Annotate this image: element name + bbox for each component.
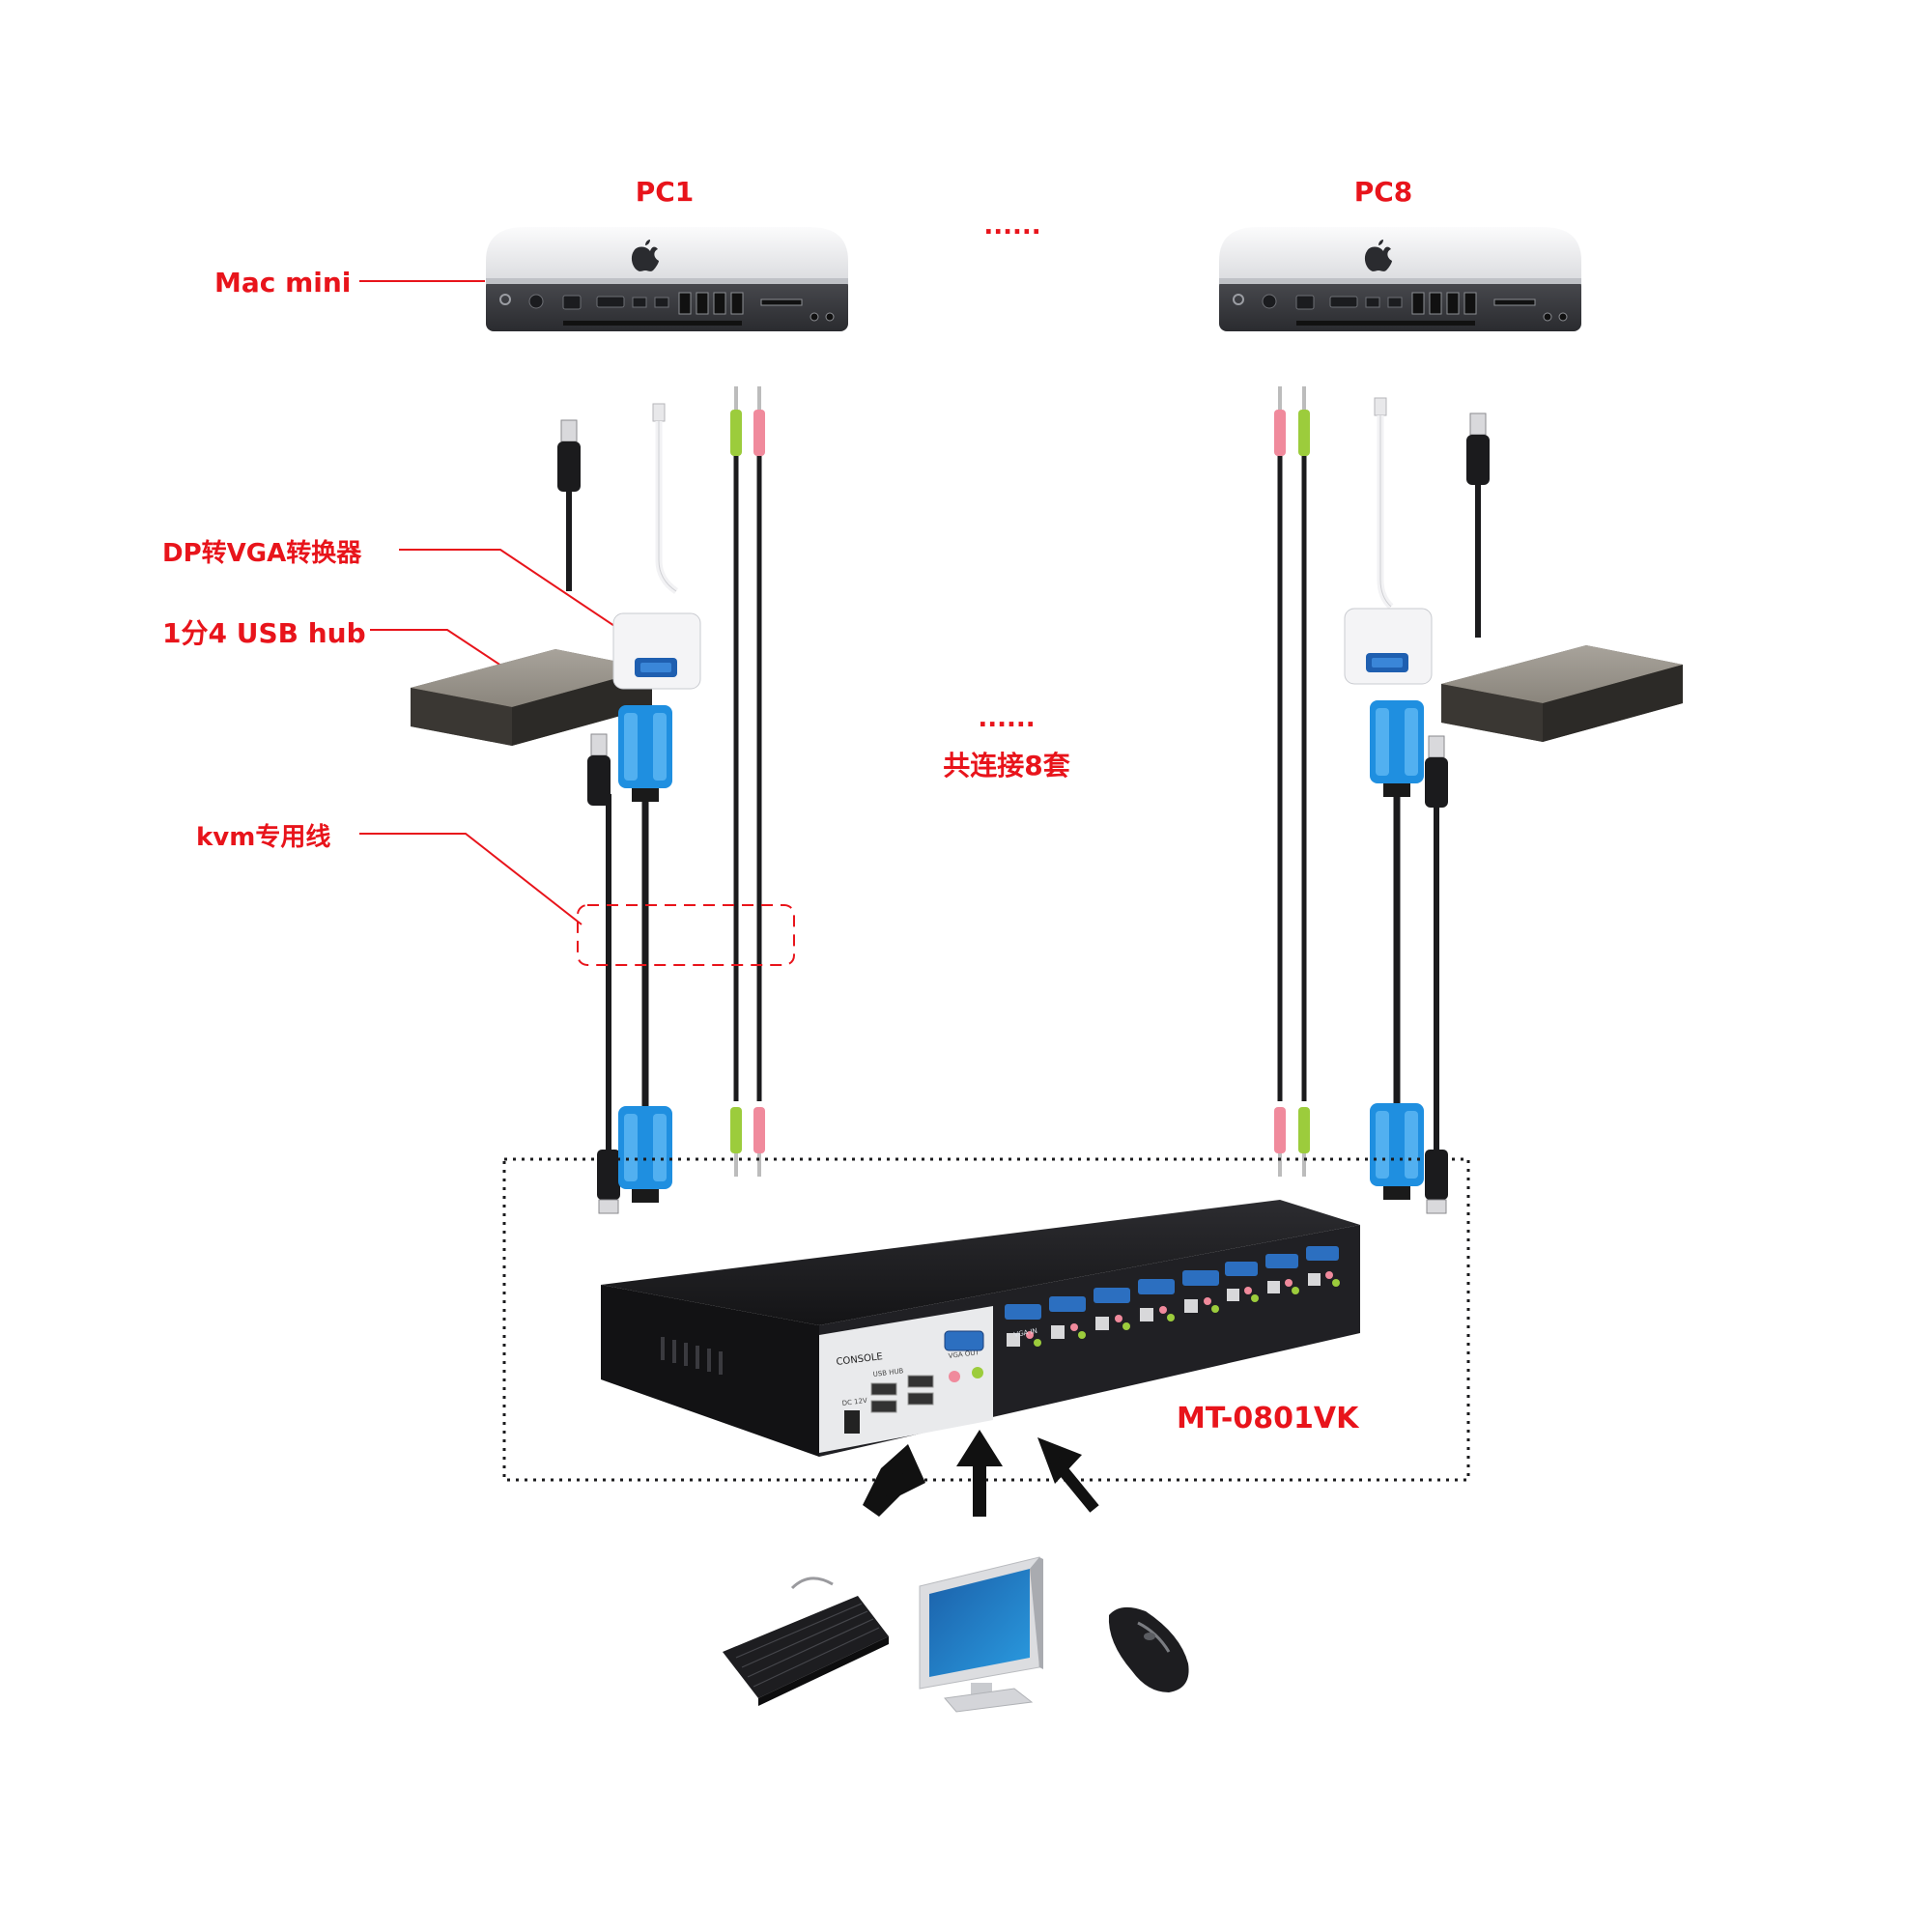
audio-jack-icon xyxy=(1298,386,1310,456)
audio-jack-icon xyxy=(753,386,765,456)
arrow-up-icon xyxy=(863,1444,925,1517)
vga-connector-icon xyxy=(618,705,672,802)
pc1-label: PC1 xyxy=(636,176,695,208)
ellipsis-top: ...... xyxy=(983,212,1040,241)
pc8-label: PC8 xyxy=(1354,176,1413,208)
dp-vga-adapter-icon xyxy=(613,613,700,689)
usb-plug-icon xyxy=(1466,413,1490,485)
usb-plug-icon xyxy=(587,734,611,806)
arrow-up-icon xyxy=(956,1430,1003,1517)
audio-jack-icon xyxy=(730,386,742,456)
mouse-icon xyxy=(1109,1607,1189,1692)
dp-vga-label: DP转VGA转换器 xyxy=(162,539,362,568)
cable-set-pc1 xyxy=(411,386,765,1213)
usb-plug-icon xyxy=(1425,736,1448,808)
arrow-up-icon xyxy=(1037,1437,1094,1509)
usb-hub-icon xyxy=(1441,645,1683,742)
ellipsis-mid: ...... xyxy=(978,704,1035,733)
audio-jack-icon xyxy=(1298,1107,1310,1177)
kvm-cable-label: kvm专用线 xyxy=(196,823,330,852)
usb-hub-label: 1分4 USB hub xyxy=(162,617,366,649)
sets-label: 共连接8套 xyxy=(943,750,1070,781)
audio-jack-icon xyxy=(753,1107,765,1177)
mac-mini-label: Mac mini xyxy=(214,267,351,298)
vga-connector-icon xyxy=(1370,700,1424,797)
kvm-cable-leader xyxy=(359,834,582,924)
keyboard-icon xyxy=(723,1578,889,1706)
cable-set-pc8 xyxy=(1274,386,1683,1213)
usb-plug-icon xyxy=(557,420,581,492)
audio-jack-icon xyxy=(1274,386,1286,456)
dp-vga-leader xyxy=(399,550,638,641)
vga-connector-icon xyxy=(618,1106,672,1203)
monitor-icon xyxy=(920,1557,1043,1712)
model-label: MT-0801VK xyxy=(1177,1402,1360,1435)
audio-jack-icon xyxy=(1274,1107,1286,1177)
mac-mini-icon xyxy=(486,227,848,331)
audio-jack-icon xyxy=(730,1107,742,1177)
dp-vga-adapter-icon xyxy=(1345,609,1432,684)
mac-mini-icon xyxy=(1219,227,1581,331)
vga-connector-icon xyxy=(1370,1103,1424,1200)
